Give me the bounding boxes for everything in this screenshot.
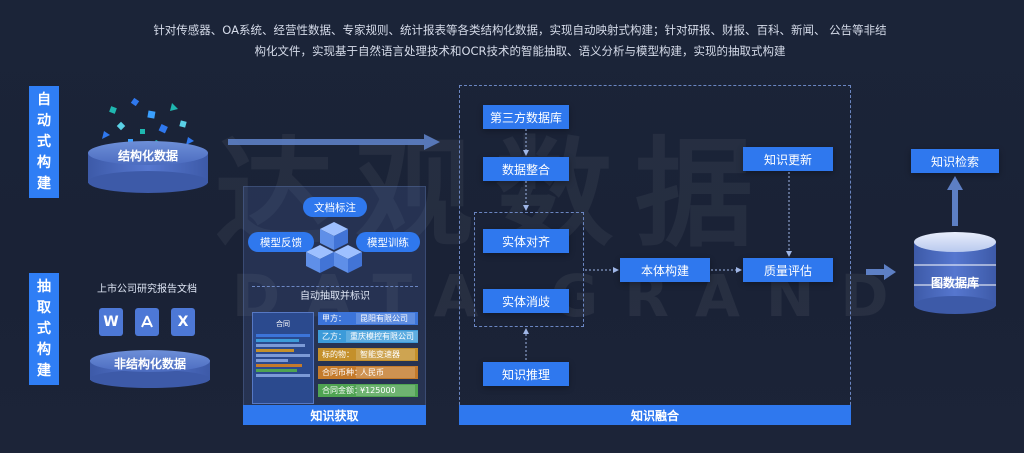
- field-value: 重庆模控有限公司: [346, 331, 418, 342]
- structured-cylinder-top: [88, 141, 208, 165]
- side-label-auto: 自 动 式 构 建: [29, 86, 59, 198]
- excel-icon: X: [171, 308, 195, 336]
- field-value: ¥125000: [356, 385, 415, 396]
- side-label-auto-char: 构: [37, 154, 51, 171]
- side-label-extract-char: 建: [37, 362, 51, 379]
- auto-extract-label: 自动抽取并标识: [252, 286, 418, 302]
- field-value: 人民币: [356, 367, 415, 378]
- field-key: 乙方：: [322, 332, 346, 341]
- extracted-fields: 甲方： 昆阳有限公司 乙方： 重庆模控有限公司 标的物： 智能变速器 合同币种：…: [318, 312, 418, 397]
- side-label-auto-char: 建: [37, 175, 51, 192]
- entity-group-panel: [474, 212, 584, 327]
- doc-line: [256, 354, 310, 357]
- doc-line: [256, 359, 289, 362]
- side-label-extract-char: 式: [37, 320, 51, 337]
- third-party-db-box: 第三方数据库: [483, 105, 569, 129]
- quality-assessment-box: 质量评估: [743, 258, 833, 282]
- doc-line: [256, 364, 302, 367]
- entity-alignment-box: 实体对齐: [483, 229, 569, 253]
- field-amount: 合同金额： ¥125000: [318, 384, 418, 397]
- field-value: 智能变速器: [356, 349, 415, 360]
- side-label-extract: 抽 取 式 构 建: [29, 273, 59, 385]
- doc-line: [256, 369, 297, 372]
- graph-db-node: 图数据库: [914, 232, 996, 316]
- intro-line-1: 针对传感器、OA系统、经营性数据、专家规则、统计报表等各类结构化数据，实现自动映…: [153, 23, 887, 37]
- field-party-b: 乙方： 重庆模控有限公司: [318, 330, 418, 343]
- arrow-graphdb-to-search: [947, 176, 963, 226]
- data-integration-box: 数据整合: [483, 157, 569, 181]
- field-key: 合同币种：: [322, 368, 362, 377]
- graph-db-ring: [914, 264, 996, 266]
- unstructured-title: 上市公司研究报告文档: [97, 284, 197, 295]
- doc-annotate-pill: 文档标注: [303, 197, 367, 217]
- graph-db-top: [914, 232, 996, 252]
- contract-doc-card: 合同: [252, 312, 314, 404]
- graph-db-bottom: [914, 296, 996, 314]
- doc-line: [256, 334, 310, 337]
- field-key: 合同金额：: [322, 386, 362, 395]
- side-label-extract-char: 取: [37, 299, 51, 316]
- field-subject: 标的物： 智能变速器: [318, 348, 418, 361]
- knowledge-update-box: 知识更新: [743, 147, 833, 171]
- intro-text: 针对传感器、OA系统、经营性数据、专家规则、统计报表等各类结构化数据，实现自动映…: [140, 20, 900, 62]
- word-icon: W: [99, 308, 123, 336]
- side-label-extract-char: 抽: [37, 278, 51, 295]
- field-currency: 合同币种： 人民币: [318, 366, 418, 379]
- side-label-auto-char: 动: [37, 112, 51, 129]
- fusion-connectors: [523, 129, 792, 360]
- cubes-icon: [306, 222, 362, 273]
- structured-cylinder-bottom: [88, 171, 208, 193]
- ontology-construction-box: 本体构建: [620, 258, 710, 282]
- intro-line-2: 构化文件，实现基于自然语言处理技术和OCR技术的智能抽取、语义分析与模型构建，实…: [254, 44, 786, 58]
- graph-db-ring: [914, 284, 996, 286]
- doc-icons: W X: [99, 308, 195, 336]
- knowledge-acquisition-footer: 知识获取: [243, 405, 426, 425]
- doc-line: [256, 374, 310, 377]
- graph-db-label: 图数据库: [930, 276, 979, 290]
- knowledge-inference-box: 知识推理: [483, 362, 569, 386]
- doc-line: [256, 349, 294, 352]
- side-label-auto-char: 式: [37, 133, 51, 150]
- graph-db-body: [914, 242, 996, 306]
- contract-doc-title: 合同: [276, 320, 290, 328]
- field-party-a: 甲方： 昆阳有限公司: [318, 312, 418, 325]
- structured-data-node: 结构化数据: [88, 95, 208, 195]
- side-label-auto-char: 自: [37, 91, 51, 108]
- unstructured-data-node: 上市公司研究报告文档 W X 非结构化数据: [85, 280, 215, 390]
- structured-data-label: 结构化数据: [117, 149, 178, 163]
- doc-line: [256, 344, 305, 347]
- model-feedback-pill: 模型反馈: [248, 232, 314, 252]
- field-key: 标的物：: [322, 350, 354, 359]
- doc-line: [256, 339, 300, 342]
- entity-disambiguation-box: 实体消歧: [483, 289, 569, 313]
- model-train-pill: 模型训练: [356, 232, 420, 252]
- unstructured-data-label: 非结构化数据: [113, 357, 186, 371]
- arrow-fusion-to-graphdb: [866, 264, 896, 280]
- pdf-icon: [135, 308, 159, 336]
- unstructured-cylinder-top: [90, 350, 210, 372]
- knowledge-search-box: 知识检索: [911, 149, 999, 173]
- side-label-extract-char: 构: [37, 341, 51, 358]
- arrow-structured-to-fusion: [228, 134, 440, 150]
- field-key: 甲方：: [322, 314, 346, 323]
- knowledge-fusion-footer: 知识融合: [459, 405, 851, 425]
- unstructured-cylinder-bottom: [90, 370, 210, 388]
- field-value: 昆阳有限公司: [356, 313, 415, 324]
